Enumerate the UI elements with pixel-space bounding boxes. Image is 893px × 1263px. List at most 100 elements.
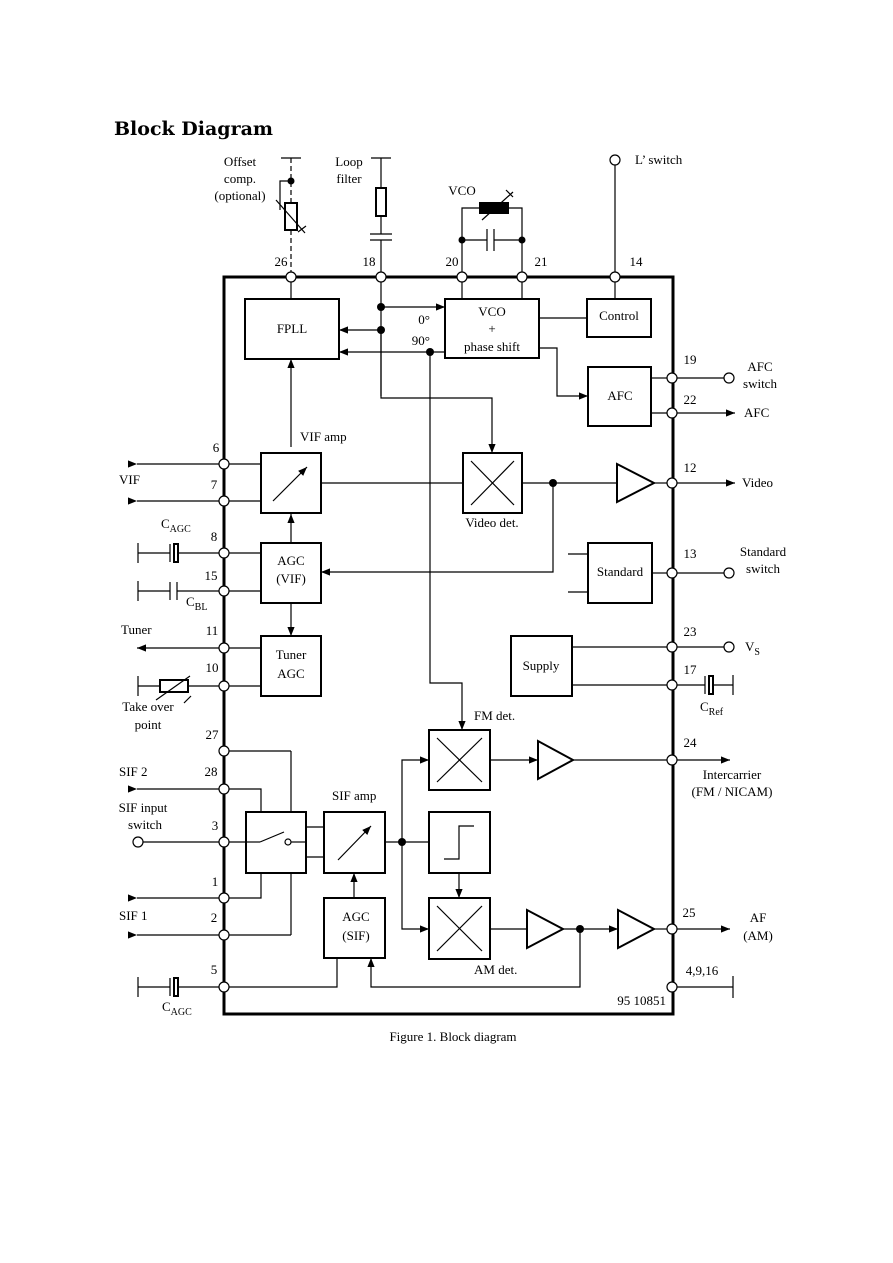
sif-input-label-2: switch <box>128 817 162 832</box>
phase-90-label: 90° <box>412 333 430 348</box>
pin-13 <box>666 567 678 579</box>
supply-wiring <box>572 641 735 695</box>
am-amp-triangle-1 <box>526 908 566 950</box>
sif2-label: SIF 2 <box>119 764 148 779</box>
vco-block-label-3: phase shift <box>464 339 520 354</box>
cbl-label: CBL <box>186 594 207 613</box>
pin-15 <box>218 585 230 597</box>
vif-label: VIF <box>119 472 140 487</box>
sif1-label: SIF 1 <box>119 908 148 923</box>
offset-comp-network <box>275 157 307 277</box>
sif-amp-arrow <box>337 825 372 861</box>
agc-vif-label-1: AGC <box>277 553 304 568</box>
offset-label-1: Offset <box>224 154 257 169</box>
l-switch-label: L’ switch <box>635 152 683 167</box>
supply-label: Supply <box>523 658 560 673</box>
cagc-top-capacitor <box>137 543 219 563</box>
vif-amp-label: VIF amp <box>300 429 347 444</box>
afc-output-label: AFC <box>744 405 769 420</box>
pin-20 <box>456 271 468 283</box>
pin-8 <box>218 547 230 559</box>
pin-22 <box>666 407 678 419</box>
pin-7 <box>218 495 230 507</box>
sif-amp-label: SIF amp <box>332 788 376 803</box>
take-over-label-2: point <box>135 717 162 732</box>
supply-block <box>510 635 573 697</box>
am-det-mixer-line-2 <box>436 905 483 952</box>
agc-sif-label-2: (SIF) <box>342 928 369 943</box>
take-over-point-potentiometer <box>137 675 219 704</box>
pin-25-label: 25 <box>683 905 696 920</box>
control-label: Control <box>599 308 639 323</box>
pin-1 <box>218 892 230 904</box>
tuner-agc-label-1: Tuner <box>276 647 307 662</box>
vco-ext-label: VCO <box>448 183 475 198</box>
figure-caption: Figure 1. Block diagram <box>389 1029 516 1044</box>
afc-block <box>587 366 652 427</box>
fm-det-label: FM det. <box>474 708 515 723</box>
pin-1-label: 1 <box>212 874 219 889</box>
cref-label: CRef <box>700 699 724 718</box>
pin-11 <box>218 642 230 654</box>
standard-switch-label-2: switch <box>746 561 780 576</box>
pin-10-label: 10 <box>206 660 219 675</box>
pin-26-label: 26 <box>275 254 289 269</box>
pin-12 <box>666 477 678 489</box>
take-over-label-1: Take over <box>122 699 174 714</box>
pin-15-label: 15 <box>205 568 218 583</box>
tuner-agc-label-2: AGC <box>277 666 304 681</box>
pin-24 <box>666 754 678 766</box>
pin-11-label: 11 <box>206 623 219 638</box>
fm-amp-triangle <box>537 739 576 781</box>
pin-23 <box>666 641 678 653</box>
agc-sif-label-1: AGC <box>342 909 369 924</box>
video-amp-triangle <box>616 462 657 504</box>
pin-18 <box>375 271 387 283</box>
afc-output-wiring <box>651 372 735 417</box>
pin-10 <box>218 680 230 692</box>
sif-input-switch-terminal <box>132 836 144 848</box>
pin-4-9-16 <box>666 981 678 993</box>
standard-wiring <box>568 553 735 593</box>
control-block <box>586 298 652 338</box>
pin-14 <box>609 271 621 283</box>
pin-27 <box>218 745 230 757</box>
pin-3 <box>218 836 230 848</box>
pin-21 <box>516 271 528 283</box>
pin-14-label: 14 <box>630 254 644 269</box>
upper-wiring <box>287 282 616 730</box>
pin-3-label: 3 <box>212 818 219 833</box>
af-label-2: (AM) <box>743 928 773 943</box>
pin-17-label: 17 <box>684 662 698 677</box>
pin-13-label: 13 <box>684 546 697 561</box>
am-amp-triangle-2 <box>617 908 657 950</box>
intercarrier-label-1: Intercarrier <box>703 767 762 782</box>
vif-section-wiring <box>128 460 735 687</box>
offset-label-2: comp. <box>224 171 256 186</box>
pin-2-label: 2 <box>211 910 218 925</box>
afc-block-label: AFC <box>607 388 632 403</box>
standard-block-label: Standard <box>597 564 644 579</box>
pin-19 <box>666 372 678 384</box>
pin-17 <box>666 679 678 691</box>
vif-amp-arrow <box>272 466 308 502</box>
pin-27-label: 27 <box>206 727 220 742</box>
limiter-symbol <box>444 825 474 860</box>
agc-sif-block <box>323 897 386 959</box>
pin-21-label: 21 <box>535 254 548 269</box>
pin-2 <box>218 929 230 941</box>
vco-block-label-2: + <box>488 321 495 336</box>
l-switch-line <box>609 154 621 277</box>
intercarrier-label-2: (FM / NICAM) <box>692 784 773 799</box>
sif-switch-symbol <box>246 831 306 846</box>
cagc-bottom-label: CAGC <box>162 999 192 1018</box>
pin-22-label: 22 <box>684 392 697 407</box>
pin-28-label: 28 <box>205 764 218 779</box>
pin-4-9-16-label: 4,9,16 <box>686 963 719 978</box>
vco-phase-shift-block <box>444 298 540 359</box>
fpll-block <box>244 298 340 360</box>
vco-block-label-1: VCO <box>478 304 505 319</box>
loop-label-2: filter <box>336 171 362 186</box>
cagc-bottom-capacitor <box>137 977 219 997</box>
afc-switch-label-2: switch <box>743 376 777 391</box>
